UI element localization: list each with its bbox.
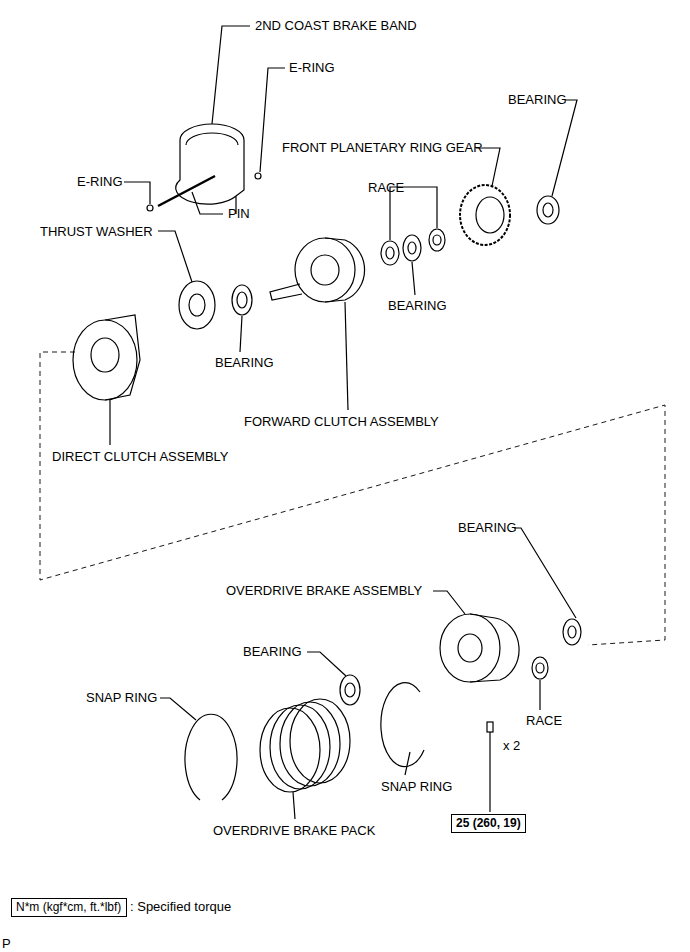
part-label: THRUST WASHER <box>40 224 153 240</box>
part-label: OVERDRIVE BRAKE ASSEMBLY <box>226 583 422 599</box>
box-text: N*m (kgf*cm, ft.*lbf) <box>16 900 122 915</box>
part-label: 2ND COAST BRAKE BAND <box>255 18 417 34</box>
part-label: E-RING <box>77 174 123 190</box>
part-label: BEARING <box>458 520 517 536</box>
quantity-label: x 2 <box>503 738 520 754</box>
part-label: FORWARD CLUTCH ASSEMBLY <box>244 414 439 430</box>
part-label: PIN <box>228 206 250 222</box>
legend-box: N*m (kgf*cm, ft.*lbf) <box>11 898 127 917</box>
part-label: DIRECT CLUTCH ASSEMBLY <box>52 449 229 465</box>
part-label: RACE <box>526 713 562 729</box>
part-label: SNAP RING <box>381 779 452 795</box>
part-label: BEARING <box>215 355 274 371</box>
part-label: BEARING <box>508 92 567 108</box>
part-label: RACE <box>368 180 404 196</box>
part-label: E-RING <box>289 60 335 76</box>
part-label: SNAP RING <box>86 690 157 706</box>
legend-text: : Specified torque <box>130 899 231 915</box>
torque-box: 25 (260, 19) <box>451 814 526 833</box>
box-text: 25 (260, 19) <box>456 816 521 831</box>
part-label: OVERDRIVE BRAKE PACK <box>213 823 375 839</box>
part-label: BEARING <box>243 644 302 660</box>
page-mark: P <box>2 936 11 952</box>
part-label: FRONT PLANETARY RING GEAR <box>282 140 483 156</box>
part-label: BEARING <box>388 298 447 314</box>
